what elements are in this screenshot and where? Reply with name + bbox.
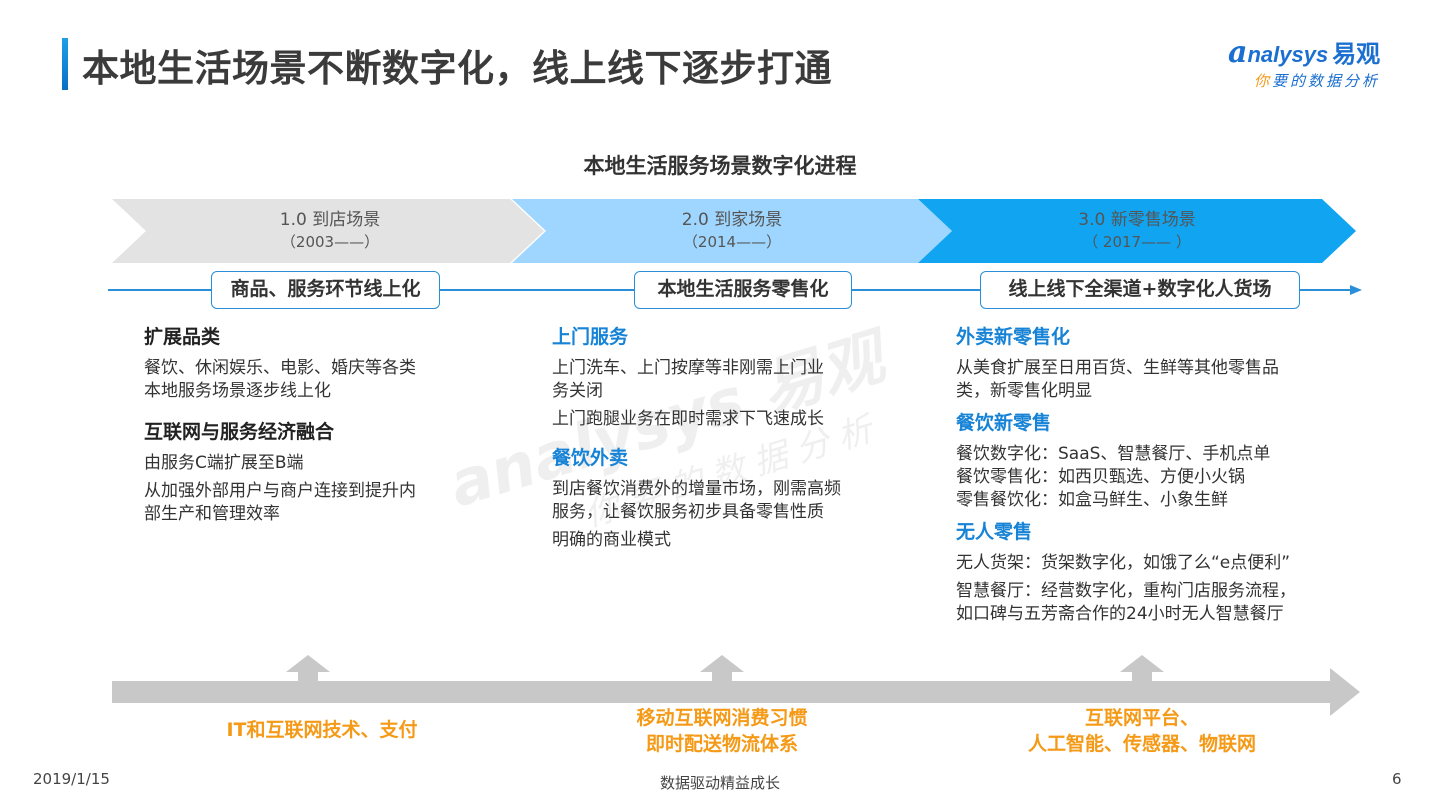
section-text: 上门洗车、上门按摩等非刚需上门业 务关闭	[552, 358, 824, 401]
section-text: 智慧餐厅：经营数字化，重构门店服务流程， 如口碑与五芳斋合作的24小时无人智慧餐…	[956, 581, 1296, 624]
footer-slogan: 数据驱动精益成长	[659, 774, 780, 792]
section-heading: 餐饮外卖	[552, 447, 629, 469]
stage-2-chevron	[512, 199, 952, 263]
section-heading: 无人零售	[956, 521, 1033, 543]
column-stage-2: 上门服务 上门洗车、上门按摩等非刚需上门业 务关闭 上门跑腿业务在即时需求下飞速…	[552, 320, 841, 557]
section-heading: 上门服务	[552, 326, 629, 348]
milestone-2: 本地生活服务零售化	[634, 271, 852, 309]
driver-3: 互联网平台、 人工智能、传感器、物联网	[1027, 707, 1256, 755]
section-heading: 互联网与服务经济融合	[144, 421, 335, 443]
page-number: 6	[1392, 770, 1402, 788]
section-text: 从加强外部用户与商户连接到提升内 部生产和管理效率	[144, 481, 416, 524]
diagram-title: 本地生活服务场景数字化进程	[583, 154, 857, 178]
milestone-1: 商品、服务环节线上化	[211, 271, 440, 309]
logo-slogan: 你要的数据分析	[1254, 72, 1381, 90]
milestone-timeline-arrowhead	[1350, 285, 1362, 295]
stage-3-label: 3.0 新零售场景 （ 2017—— ）	[1078, 210, 1196, 251]
section-heading: 餐饮新零售	[956, 412, 1052, 434]
section-text: 由服务C端扩展至B端	[144, 453, 304, 473]
stage-3-chevron	[918, 199, 1356, 263]
up-arrow-3	[1120, 655, 1164, 682]
section-text: 明确的商业模式	[552, 530, 671, 550]
foundation-arrow	[112, 668, 1360, 716]
section-text: 餐饮数字化：SaaS、智慧餐厅、手机点单 餐饮零售化：如西贝甄选、方便小火锅 零…	[956, 444, 1271, 510]
column-stage-3: 外卖新零售化 从美食扩展至日用百货、生鲜等其他零售品 类，新零售化明显 餐饮新零…	[956, 320, 1296, 631]
logo-a-mark: a	[1228, 35, 1248, 70]
logo-chinese-name: 易观	[1332, 40, 1381, 68]
section-text: 上门跑腿业务在即时需求下飞速成长	[552, 409, 824, 429]
up-arrow-2	[700, 655, 744, 682]
title-accent-bar	[62, 38, 68, 90]
section-heading: 外卖新零售化	[956, 326, 1071, 348]
section-heading: 扩展品类	[144, 326, 221, 348]
page-title: 本地生活场景不断数字化，线上线下逐步打通	[82, 47, 832, 90]
stage-1-chevron	[112, 199, 544, 263]
section-text: 到店餐饮消费外的增量市场，刚需高频 服务，让餐饮服务初步具备零售性质	[552, 479, 841, 522]
driver-1: IT和互联网技术、支付	[226, 719, 418, 741]
section-text: 从美食扩展至日用百货、生鲜等其他零售品 类，新零售化明显	[956, 358, 1279, 401]
stage-2-label: 2.0 到家场景 （2014——）	[681, 210, 783, 251]
column-stage-1: 扩展品类 餐饮、休闲娱乐、电影、婚庆等各类 本地服务场景逐步线上化 互联网与服务…	[144, 320, 416, 531]
logo-wordmark: nalysys	[1247, 42, 1329, 67]
up-arrow-1	[286, 655, 330, 682]
section-text: 餐饮、休闲娱乐、电影、婚庆等各类 本地服务场景逐步线上化	[144, 358, 416, 401]
stage-1-label: 1.0 到店场景 （2003——）	[279, 210, 381, 251]
driver-2: 移动互联网消费习惯 即时配送物流体系	[636, 707, 808, 755]
section-text: 无人货架：货架数字化，如饿了么“e点便利”	[956, 553, 1291, 573]
footer-date: 2019/1/15	[33, 770, 110, 788]
milestone-3: 线上线下全渠道+数字化人货场	[980, 271, 1300, 309]
